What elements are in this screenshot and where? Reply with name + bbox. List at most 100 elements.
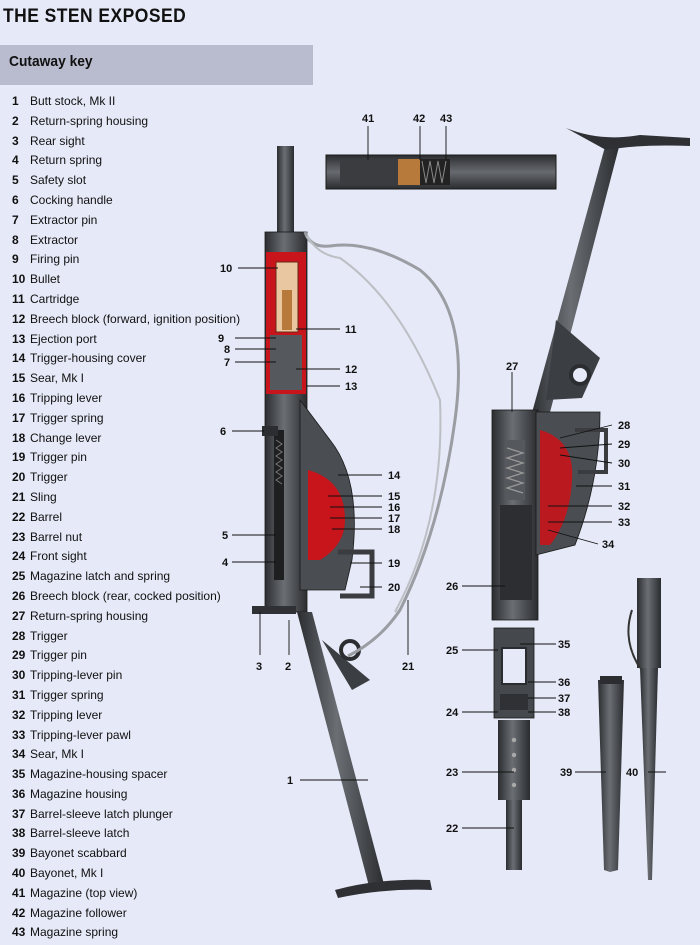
cutaway-key-title: Cutaway key bbox=[9, 53, 93, 70]
key-label: Trigger pin bbox=[30, 450, 87, 465]
callout-7: 7 bbox=[224, 357, 230, 369]
key-label: Extractor bbox=[30, 232, 79, 247]
key-number: 31 bbox=[12, 687, 26, 702]
callout-29: 29 bbox=[618, 439, 630, 451]
key-number: 9 bbox=[12, 252, 19, 267]
key-label: Cocking handle bbox=[30, 192, 113, 207]
key-number: 12 bbox=[12, 311, 26, 326]
key-item: 35 Magazine-housing spacer bbox=[0, 765, 260, 785]
magazine-top-view bbox=[325, 154, 557, 190]
callout-34: 34 bbox=[602, 539, 615, 551]
key-label: Magazine follower bbox=[30, 905, 127, 920]
key-number: 21 bbox=[12, 489, 26, 504]
callout-19: 19 bbox=[388, 558, 400, 570]
callout-27: 27 bbox=[506, 361, 518, 373]
key-number: 32 bbox=[12, 707, 26, 722]
key-number: 7 bbox=[12, 212, 19, 227]
key-number: 8 bbox=[12, 232, 19, 247]
callout-17: 17 bbox=[388, 513, 400, 525]
key-number: 39 bbox=[12, 846, 26, 861]
callout-8: 8 bbox=[224, 344, 230, 356]
key-number: 40 bbox=[12, 866, 26, 881]
callout-21: 21 bbox=[402, 661, 414, 673]
callout-38: 38 bbox=[558, 707, 570, 719]
callout-26: 26 bbox=[446, 581, 458, 593]
key-label: Trigger spring bbox=[30, 687, 104, 702]
key-label: Front sight bbox=[30, 549, 87, 564]
key-item: 6 Cocking handle bbox=[0, 191, 260, 211]
sten-gun-right-view bbox=[491, 128, 690, 870]
callout-labels: 1 2 3 4 5 6 7 8 9 10 11 12 13 14 15 16 1… bbox=[218, 113, 638, 835]
key-number: 17 bbox=[12, 410, 26, 425]
callout-16: 16 bbox=[388, 502, 400, 514]
callout-37: 37 bbox=[558, 693, 570, 705]
key-number: 29 bbox=[12, 648, 26, 663]
key-number: 11 bbox=[12, 291, 25, 306]
key-number: 13 bbox=[12, 331, 26, 346]
key-number: 4 bbox=[12, 153, 19, 168]
key-label: Breech block (forward, ignition position… bbox=[30, 311, 241, 326]
key-label: Magazine spring bbox=[30, 925, 119, 940]
key-number: 6 bbox=[12, 192, 19, 207]
key-number: 10 bbox=[12, 272, 26, 287]
key-label: Extractor pin bbox=[30, 212, 98, 227]
key-number: 14 bbox=[12, 351, 26, 366]
key-number: 37 bbox=[12, 806, 26, 821]
callout-28: 28 bbox=[618, 420, 630, 432]
key-number: 25 bbox=[12, 569, 26, 584]
key-label: Tripping-lever pin bbox=[30, 668, 123, 683]
callout-43: 43 bbox=[440, 113, 452, 125]
callout-36: 36 bbox=[558, 677, 570, 689]
key-number: 2 bbox=[12, 113, 19, 128]
callout-6: 6 bbox=[220, 426, 226, 438]
key-label: Barrel-sleeve latch bbox=[30, 826, 130, 841]
key-label: Breech block (rear, cocked position) bbox=[30, 588, 221, 603]
key-number: 19 bbox=[12, 450, 26, 465]
key-number: 34 bbox=[12, 747, 26, 762]
key-label: Tripping lever bbox=[30, 390, 103, 405]
callout-39: 39 bbox=[560, 767, 572, 779]
key-number: 26 bbox=[12, 588, 26, 603]
key-item: 7 Extractor pin bbox=[0, 211, 260, 231]
callout-13: 13 bbox=[345, 381, 357, 393]
key-label: Rear sight bbox=[30, 133, 85, 148]
callout-2: 2 bbox=[285, 661, 291, 673]
key-number: 20 bbox=[12, 470, 26, 485]
callout-1: 1 bbox=[287, 775, 293, 787]
callout-11: 11 bbox=[345, 324, 357, 336]
key-label: Return-spring housing bbox=[30, 113, 149, 128]
callout-15: 15 bbox=[388, 491, 400, 503]
key-number: 36 bbox=[12, 786, 26, 801]
key-number: 27 bbox=[12, 608, 26, 623]
key-number: 23 bbox=[12, 529, 26, 544]
key-number: 3 bbox=[12, 133, 19, 148]
key-item: 19 Trigger pin bbox=[0, 448, 260, 468]
bayonet-and-scabbard bbox=[598, 578, 661, 880]
key-label: Trigger spring bbox=[30, 410, 104, 425]
callout-32: 32 bbox=[618, 501, 630, 513]
callout-9: 9 bbox=[218, 333, 224, 345]
key-number: 18 bbox=[12, 430, 26, 445]
key-label: Safety slot bbox=[30, 173, 87, 188]
callout-20: 20 bbox=[388, 582, 400, 594]
leader-lines bbox=[232, 126, 666, 829]
key-number: 35 bbox=[12, 767, 26, 782]
key-label: Trigger-housing cover bbox=[30, 351, 147, 366]
key-label: Magazine-housing spacer bbox=[30, 767, 168, 782]
key-label: Barrel bbox=[30, 509, 63, 524]
key-label: Tripping-lever pawl bbox=[30, 727, 131, 742]
key-label: Sear, Mk I bbox=[30, 747, 85, 762]
key-number: 28 bbox=[12, 628, 26, 643]
key-label: Firing pin bbox=[30, 252, 80, 267]
